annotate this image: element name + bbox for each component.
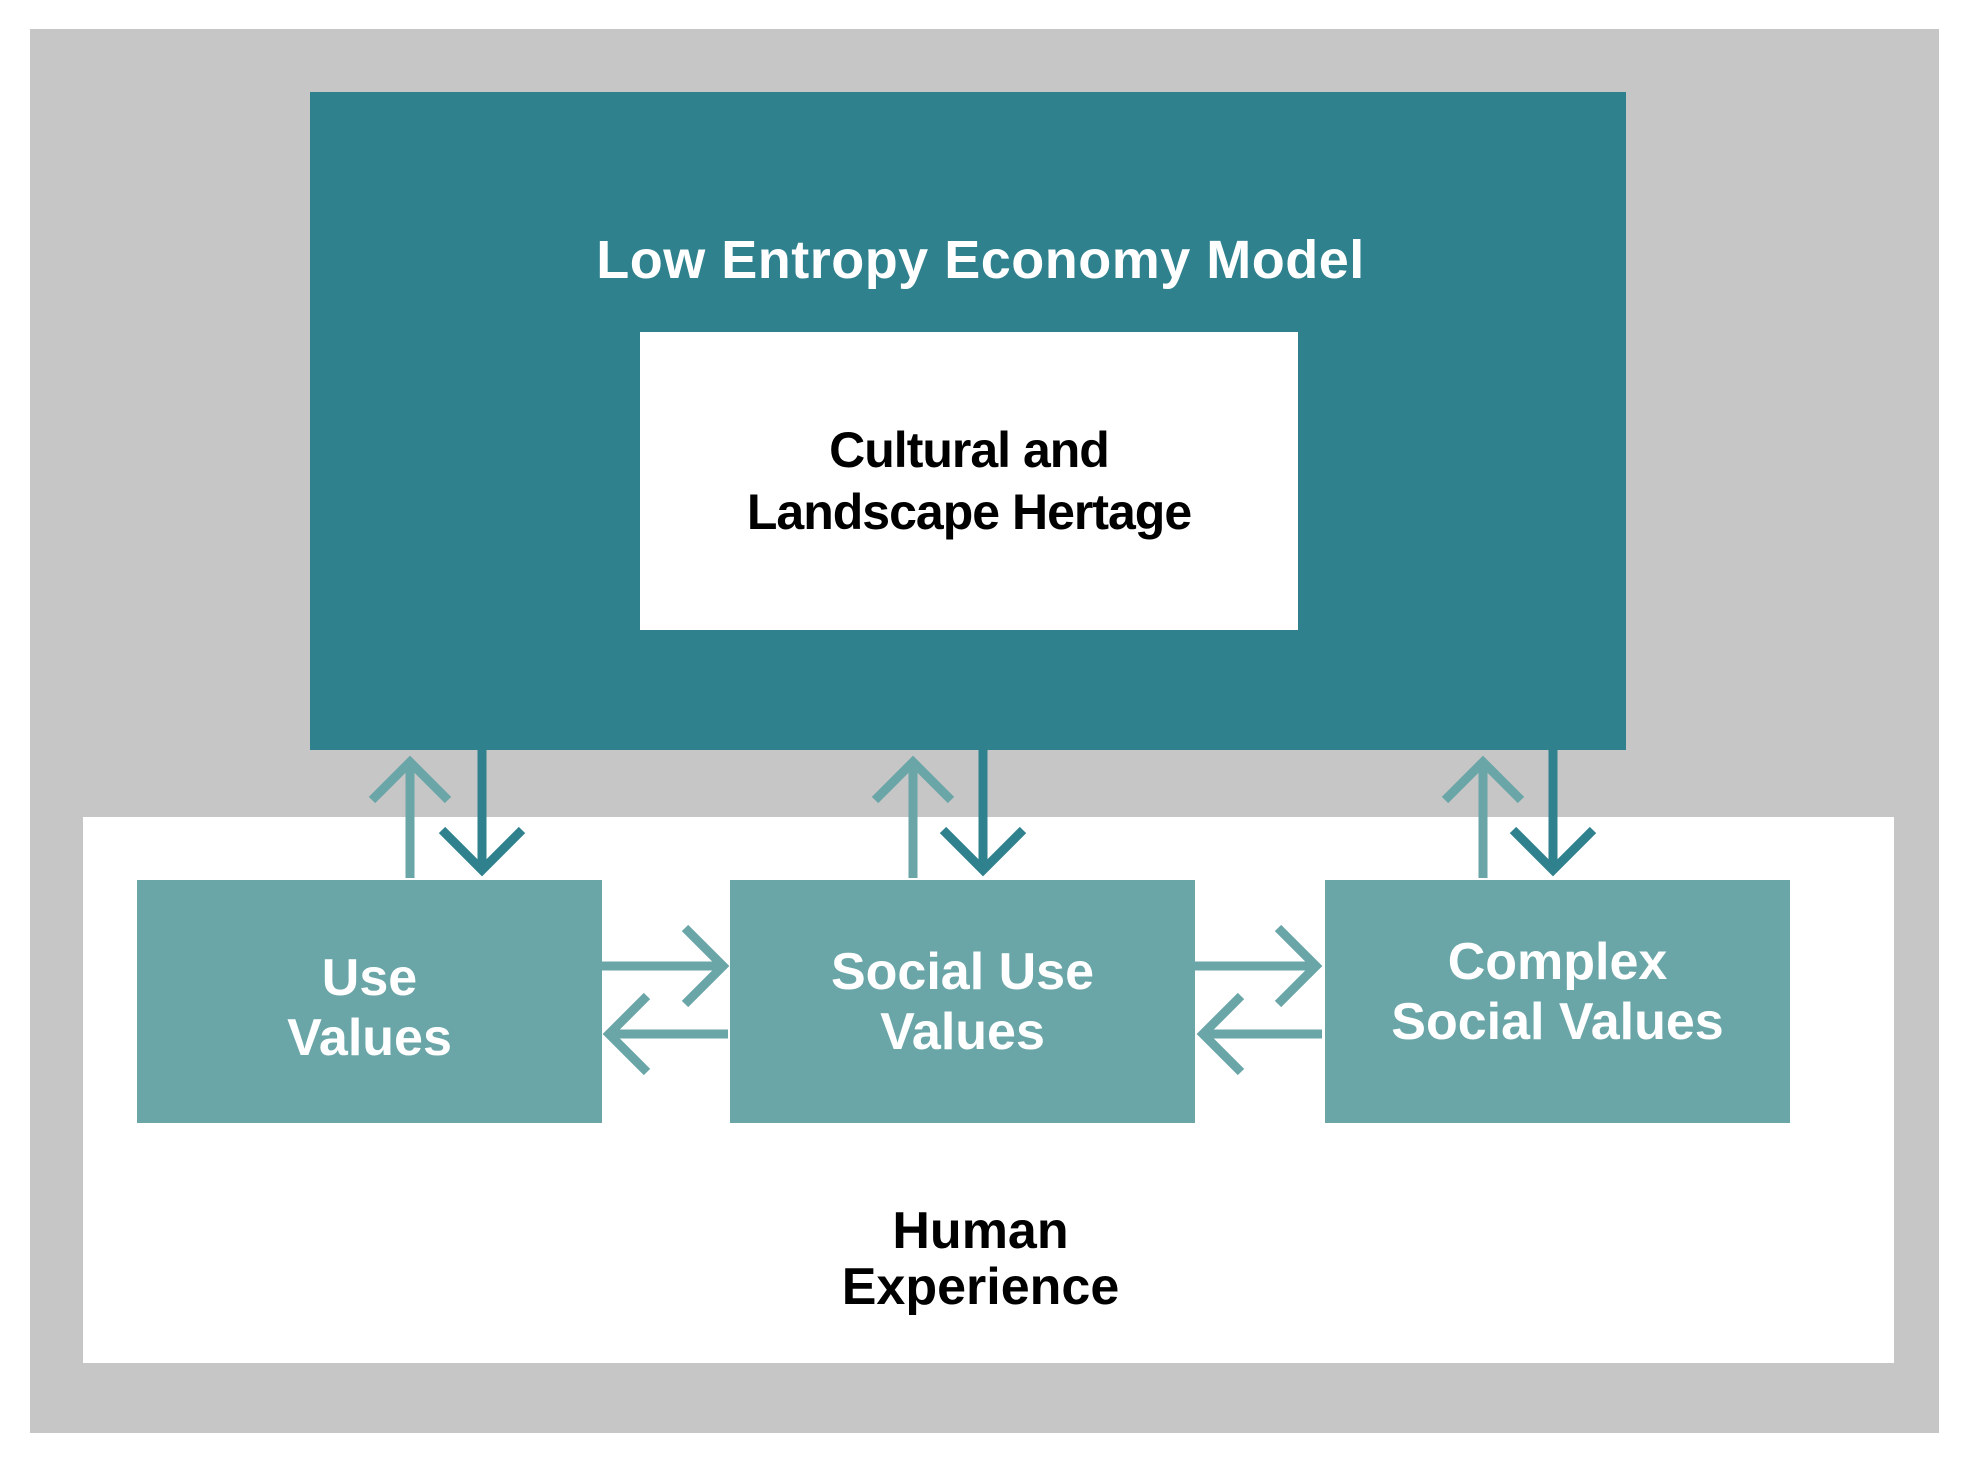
social-use-values-box: Social Use Values [730, 880, 1195, 1123]
human-experience-label: Human Experience [841, 1202, 1120, 1316]
complex-social-values-box: Complex Social Values [1325, 880, 1790, 1123]
social-use-values-label: Social Use Values [830, 942, 1095, 1061]
model-title: Low Entropy Economy Model [596, 230, 1365, 290]
use-values-box: Use Values [137, 880, 602, 1123]
complex-social-values-label: Complex Social Values [1391, 932, 1724, 1051]
use-values-label: Use Values [287, 948, 452, 1067]
cultural-heritage-label: Cultural and Landscape Hertage [746, 422, 1192, 540]
cultural-heritage-box: Cultural and Landscape Hertage [640, 332, 1298, 630]
